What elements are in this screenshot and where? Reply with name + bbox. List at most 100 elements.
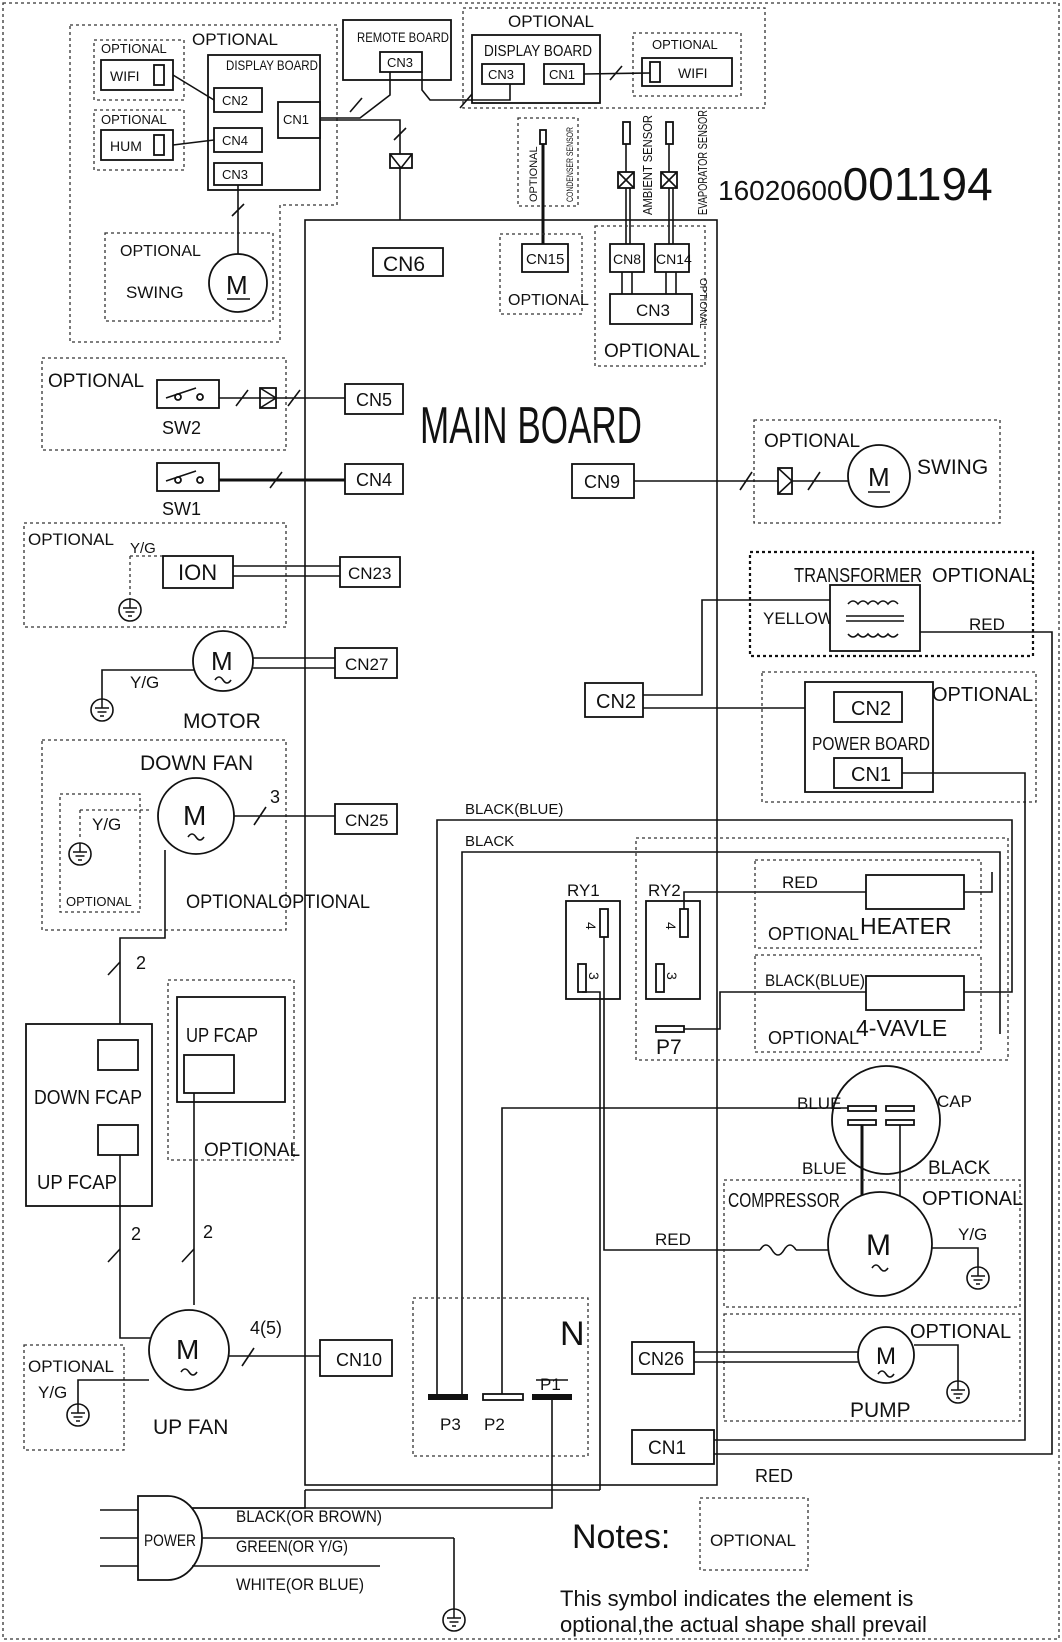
display-right-cn3 <box>481 63 525 85</box>
svg-text:M: M <box>866 1229 891 1262</box>
svg-text:2: 2 <box>136 953 146 973</box>
compressor-optional-box <box>723 1179 1021 1308</box>
cn10-connector <box>319 1339 393 1377</box>
svg-text:CN3: CN3 <box>387 55 413 70</box>
svg-text:CN2: CN2 <box>596 691 636 713</box>
condenser-sensor-label: CONDENSER SENSOR <box>565 127 575 202</box>
up-fcap-optional-box <box>167 979 295 1161</box>
svg-text:CN3: CN3 <box>636 301 670 320</box>
optional-label: OPTIONAL <box>28 1357 114 1376</box>
svg-text:2: 2 <box>203 1222 213 1242</box>
svg-text:P3: P3 <box>440 1415 461 1434</box>
svg-text:Y/G: Y/G <box>130 540 156 557</box>
main-board-title: MAIN BOARD <box>420 397 642 455</box>
down-fan-ground-optional-box <box>59 793 141 913</box>
svg-text:OPTIONAL: OPTIONAL <box>528 146 540 202</box>
right-swing-motor <box>847 444 911 508</box>
power-board-cn2 <box>833 691 903 723</box>
optional-label: OPTIONAL <box>508 292 589 309</box>
ry1-relay <box>565 900 621 1000</box>
optional-label: OPTIONAL <box>101 112 167 127</box>
up-fan-ground-optional-box <box>23 1344 125 1451</box>
optional-label: OPTIONAL <box>508 12 594 31</box>
optional-label: OPTIONAL <box>192 30 278 49</box>
power-board-optional-box <box>761 671 1037 803</box>
optional-label: OPTIONAL <box>922 1188 1023 1210</box>
cn26-connector <box>631 1341 695 1375</box>
pump-label: PUMP <box>850 1399 911 1422</box>
cn2-connector <box>584 682 644 718</box>
condenser-sensor-optional-box <box>517 117 579 207</box>
optional-label: OPTIONAL <box>120 243 201 260</box>
svg-text:CN1: CN1 <box>549 67 575 82</box>
wifi-right-optional-box <box>632 32 742 97</box>
sw1-switch <box>156 462 220 492</box>
svg-text:RED: RED <box>782 873 818 892</box>
svg-text:4: 4 <box>583 922 599 930</box>
svg-text:CN1: CN1 <box>648 1438 686 1459</box>
sw2-optional-box <box>41 357 287 451</box>
sensor-optional-box <box>594 225 706 367</box>
up-fan-label: UP FAN <box>153 1416 228 1439</box>
cn6-connector <box>372 247 444 277</box>
heater-label: HEATER <box>860 913 952 939</box>
motor-label: MOTOR <box>183 710 261 733</box>
transformer-label: TRANSFORMER <box>794 565 922 587</box>
cn4-connector <box>344 463 404 495</box>
svg-text:BLACK: BLACK <box>928 1158 991 1179</box>
optional-label: OPTIONAL <box>204 1140 300 1161</box>
cn6-plug <box>389 153 413 169</box>
optional-label: OPTIONAL <box>66 894 132 909</box>
right-swing-label: SWING <box>917 456 988 479</box>
svg-text:CN26: CN26 <box>638 1349 684 1369</box>
sensor-cn3-connector <box>609 293 693 325</box>
svg-text:YELLOW: YELLOW <box>763 609 834 628</box>
sw1-label: SW1 <box>162 499 201 519</box>
motor <box>192 630 254 692</box>
svg-text:CN14: CN14 <box>656 251 692 267</box>
p7-terminal <box>655 1025 685 1033</box>
remote-board-label: REMOTE BOARD <box>357 29 449 45</box>
hum-connector <box>153 134 165 156</box>
heater-optional-box <box>754 859 982 949</box>
hum-label: HUM <box>110 138 142 154</box>
notes-symbol-box <box>699 1497 809 1571</box>
cn5-connector <box>344 383 404 415</box>
svg-text:CN5: CN5 <box>356 390 392 410</box>
svg-text:M: M <box>226 270 248 300</box>
svg-text:M: M <box>211 646 233 676</box>
svg-text:N: N <box>560 1315 585 1353</box>
down-fcap <box>97 1039 139 1071</box>
pump-optional-box <box>723 1313 1021 1422</box>
optional-label: OPTIONAL <box>768 924 859 944</box>
svg-text:CN23: CN23 <box>348 564 391 583</box>
ambient-sensor-label: AMBIENT SENSOR <box>640 115 655 215</box>
notes-line-2: optional,the actual shape shall prevail <box>560 1612 927 1637</box>
svg-text:CN8: CN8 <box>613 251 641 267</box>
svg-text:RED: RED <box>755 1466 793 1486</box>
cn27-connector <box>334 647 398 679</box>
svg-text:3: 3 <box>586 972 602 980</box>
compressor <box>827 1191 933 1297</box>
svg-text:CN25: CN25 <box>345 811 388 830</box>
heater <box>865 874 965 910</box>
up-fcap <box>183 1054 235 1094</box>
svg-text:M: M <box>183 800 206 831</box>
optional-label: OPTIONAL <box>101 41 167 56</box>
svg-text:CN3: CN3 <box>488 67 514 82</box>
svg-text:4: 4 <box>663 922 679 930</box>
svg-text:3: 3 <box>270 787 280 807</box>
svg-text:BLACK(BLUE): BLACK(BLUE) <box>465 801 563 818</box>
svg-text:2: 2 <box>131 1224 141 1244</box>
p2-terminal <box>482 1393 524 1401</box>
notes-symbol: OPTIONAL <box>710 1531 796 1550</box>
cn1-connector <box>631 1429 715 1465</box>
display-board-right-label: DISPLAY BOARD <box>484 43 592 60</box>
heater-valve-optional-box <box>635 837 1009 1061</box>
optional-label: OPTIONAL <box>932 684 1033 706</box>
svg-text:Y/G: Y/G <box>130 673 159 692</box>
svg-text:POWER: POWER <box>144 1531 196 1550</box>
cn14-connector <box>654 243 690 273</box>
svg-text:3: 3 <box>664 972 680 980</box>
